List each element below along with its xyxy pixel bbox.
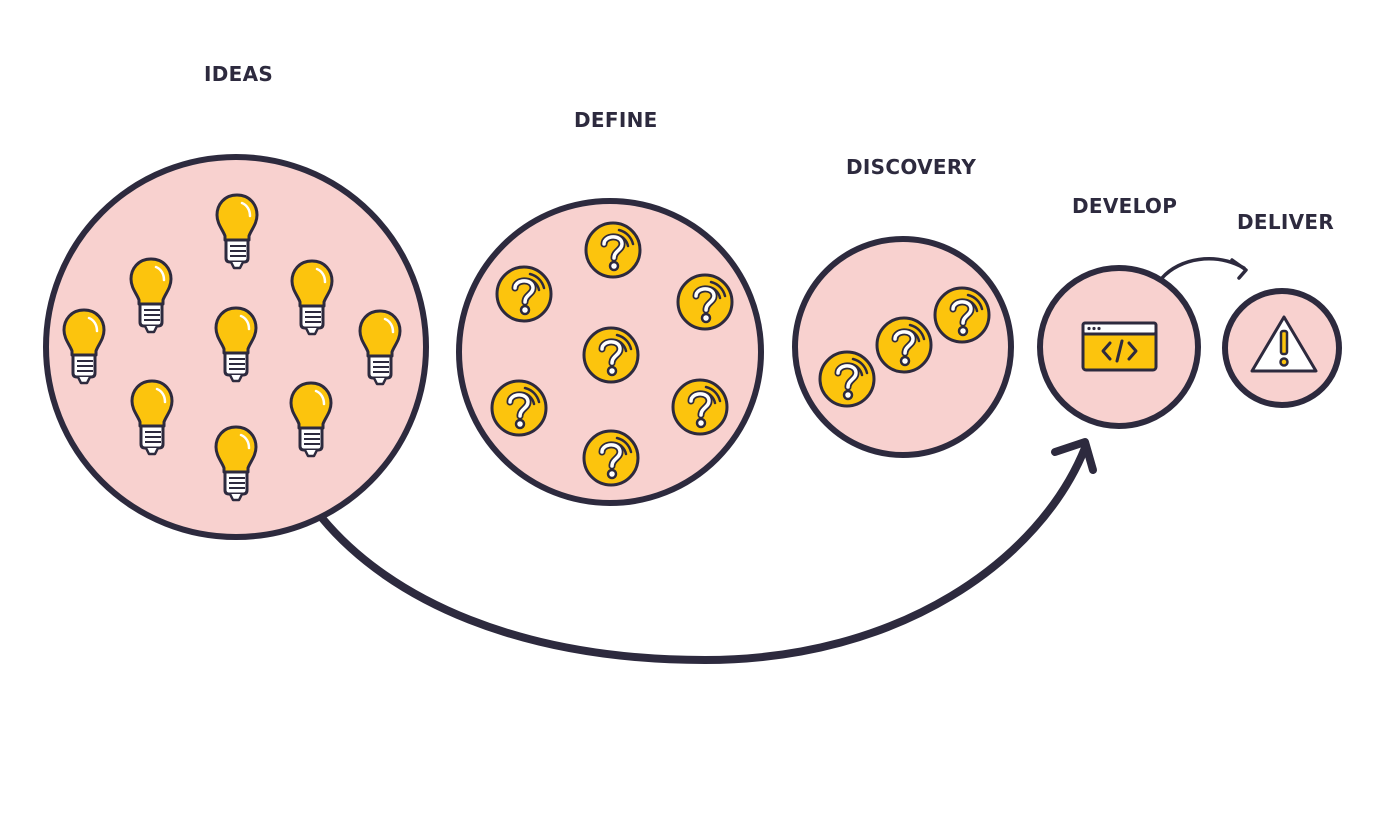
question-mark-icon: [584, 328, 638, 382]
stage-deliver: [1222, 288, 1342, 408]
question-mark-icon: [584, 431, 638, 485]
question-mark-icon: [820, 352, 874, 406]
question-mark-icon: [492, 381, 546, 435]
stage-discovery: [792, 236, 1014, 458]
question-mark-icon: [678, 275, 732, 329]
stage-label-develop: DEVELOP: [1072, 194, 1178, 218]
stage-develop: [1037, 265, 1201, 429]
stage-label-discovery: DISCOVERY: [846, 155, 977, 179]
small-arrow-head-icon: [1230, 258, 1248, 280]
question-mark-icon: [877, 318, 931, 372]
flow-arrow-ideas-to-develop: [318, 444, 1089, 665]
stage-ideas: [43, 154, 429, 540]
question-mark-icon: [497, 267, 551, 321]
stage-label-ideas: IDEAS: [204, 62, 274, 86]
warning-icon: [1250, 315, 1318, 373]
stage-label-deliver: DELIVER: [1237, 210, 1335, 234]
question-mark-icon: [673, 380, 727, 434]
question-mark-icon: [586, 223, 640, 277]
stage-define: [456, 198, 764, 506]
stage-label-define: DEFINE: [574, 108, 658, 132]
code-window-icon: [1081, 321, 1158, 372]
question-mark-icon: [935, 288, 989, 342]
arrow-head-icon: [1051, 438, 1097, 474]
